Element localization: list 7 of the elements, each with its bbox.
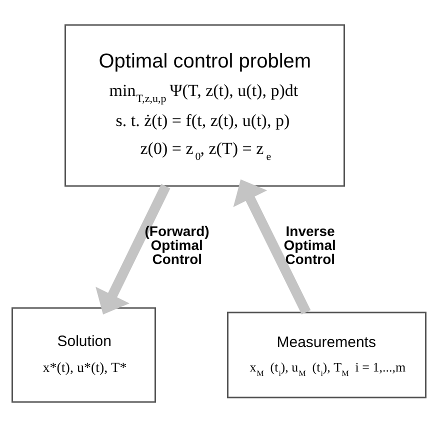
arrow bbox=[96, 184, 170, 314]
arrow bbox=[233, 179, 311, 314]
node-box: Optimal control problem min$_{T,z,u,p}$ Ψ(T, z(t), u(t), p)dt s. t. ż(t) = f(t, z(t), u(t), p) z(0) = z$_{0}$, z(T) = z$_{e}$ bbox=[64, 24, 345, 187]
node-box: Solution x*(t), u*(t), T* bbox=[12, 307, 156, 403]
edge-label: Inverse Optimal Control bbox=[284, 223, 336, 268]
node-box: Measurements x$_{M}$ (t$_{i}$), u$_{M}$ (t$_{i}$), T$_{M}$ i = 1,...,m bbox=[227, 312, 426, 398]
edge-label: (Forward) Optimal Control bbox=[144, 223, 210, 268]
